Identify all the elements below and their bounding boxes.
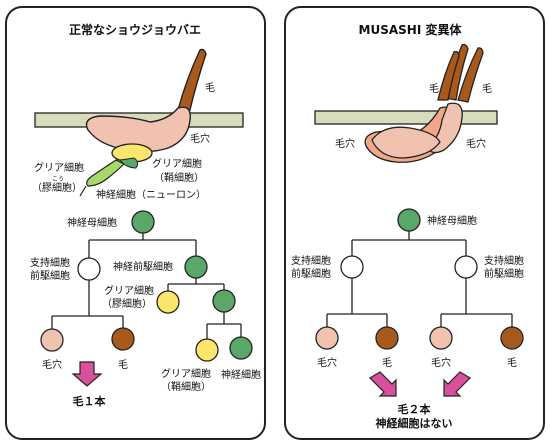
node-socket-cell <box>40 328 64 352</box>
node-socket-cell-2 <box>429 326 453 350</box>
mutant-bristle-illustration <box>314 43 498 163</box>
node-support-precursor-left <box>340 255 364 279</box>
label-neuroblast-right: 神経母細胞 <box>427 214 477 227</box>
socket-cell-shape <box>85 106 191 153</box>
label-leaf-bristle-2: 毛 <box>507 357 517 369</box>
node-bristle-cell-1 <box>375 326 399 350</box>
label-leaf-glia: グリア細胞 <box>161 367 211 380</box>
normal-bristle-illustration <box>34 48 244 197</box>
label-leaf-socket-2: 毛穴 <box>431 356 451 369</box>
right-result-label-2: 神経細胞はない <box>376 416 453 430</box>
label-socket: 毛穴 <box>190 132 210 145</box>
label-left-precursor-2: 前駆細胞 <box>291 267 331 280</box>
right-tree-lines <box>326 230 513 327</box>
label-glia-mid: グリア細胞 <box>104 284 154 297</box>
node-neural-precursor <box>184 255 208 279</box>
label-socket-2: 毛穴 <box>466 137 486 150</box>
down-arrow <box>71 361 103 387</box>
label-right-precursor-1: 支持細胞 <box>484 254 524 267</box>
right-result-label-1: 毛２本 <box>398 402 431 416</box>
label-glia-right-sub: （鞘細胞） <box>154 171 204 184</box>
label-leaf-bristle-1: 毛 <box>382 357 392 369</box>
node-neuroblast <box>131 210 155 234</box>
arrow-right-down <box>443 371 471 397</box>
left-panel-title: 正常なショウジョウバエ <box>69 22 201 37</box>
label-right-precursor-2: 前駆細胞 <box>484 267 524 280</box>
left-tree-lines <box>51 233 242 339</box>
node-neuron <box>229 336 253 360</box>
label-leaf-bristle: 毛 <box>118 359 128 371</box>
bristle-shape <box>177 48 207 111</box>
neuron-shape <box>86 159 126 187</box>
label-leaf-glia-sub: （鞘細胞） <box>161 380 211 393</box>
label-glia-right: グリア細胞 <box>152 157 202 170</box>
glia-green-shape <box>119 157 139 169</box>
node-sheath-glia <box>195 338 219 362</box>
bristle-shape-2 <box>457 47 484 103</box>
label-neural-precursor: 神経前駆細胞 <box>113 260 173 273</box>
label-socket-1: 毛穴 <box>335 137 355 150</box>
right-panel: MUSASHI 変異体 毛 毛 毛穴 毛穴 <box>284 6 545 440</box>
node-glia-mid <box>156 290 180 314</box>
cuticle-bar-right <box>314 110 498 125</box>
label-left-precursor-1: 支持細胞 <box>291 254 331 267</box>
label-bristle: 毛 <box>205 82 215 94</box>
node-neuroblast-right <box>397 208 421 232</box>
node-neural-precursor-2 <box>212 289 236 313</box>
label-leaf-neuron: 神経細胞 <box>221 368 261 381</box>
node-bristle-cell-2 <box>500 326 524 350</box>
axon-line <box>79 185 87 197</box>
node-support-precursor-right <box>454 255 478 279</box>
label-neuron: 神経細胞（ニューロン） <box>96 188 206 201</box>
node-socket-cell-1 <box>315 326 339 350</box>
node-bristle-cell <box>111 327 135 351</box>
label-support-precursor-1: 支持細胞 <box>30 256 70 269</box>
right-panel-title: MUSASHI 変異体 <box>359 22 463 37</box>
left-panel: 正常なショウジョウバエ 毛 毛穴 グリア細胞 こう （膠細胞） グリア細胞 （鞘… <box>5 6 266 440</box>
label-glia-furigana: こう <box>52 176 64 183</box>
label-glia-mid-sub: （膠細胞） <box>102 297 152 310</box>
label-bristle-1: 毛 <box>429 83 439 95</box>
node-support-precursor <box>77 257 101 281</box>
socket-cell-shape-3 <box>371 126 441 159</box>
label-leaf-socket: 毛穴 <box>42 358 62 371</box>
label-leaf-socket-1: 毛穴 <box>317 356 337 369</box>
label-glia-left-sub: （膠細胞） <box>32 181 82 194</box>
bristle-shape-3 <box>437 50 460 101</box>
label-support-precursor-2: 前駆細胞 <box>30 269 70 282</box>
label-bristle-2: 毛 <box>482 83 492 95</box>
left-result-label: 毛１本 <box>73 394 106 408</box>
label-glia-left: グリア細胞 <box>34 161 84 174</box>
label-neuroblast: 神経母細胞 <box>67 216 117 229</box>
arrow-left-down <box>369 371 397 397</box>
